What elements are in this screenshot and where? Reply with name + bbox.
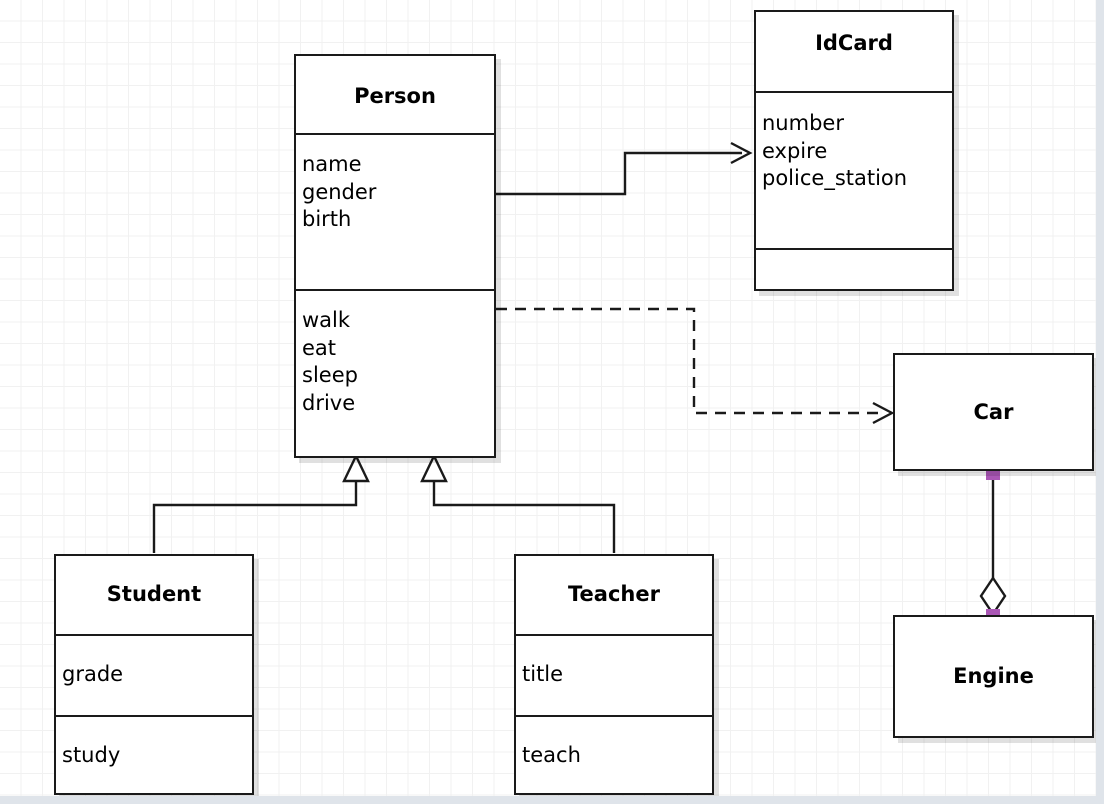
- attribute-row: grade: [62, 662, 124, 686]
- attributes-compartment-person: name gender birth: [296, 133, 494, 289]
- uml-class-idcard[interactable]: IdCard number expire police_station: [754, 10, 954, 291]
- attribute-row: gender: [302, 179, 377, 204]
- uml-class-person[interactable]: Person name gender birth walk eat sleep …: [294, 54, 496, 458]
- class-name-student: Student: [106, 582, 202, 606]
- connector-car-engine[interactable]: [979, 466, 1007, 623]
- operation-row: drive: [302, 391, 356, 416]
- attribute-row: police_station: [762, 166, 908, 191]
- uml-class-teacher[interactable]: Teacher title teach: [514, 554, 714, 795]
- attributes-compartment-idcard: number expire police_station: [756, 91, 952, 248]
- operation-row: study: [62, 743, 121, 767]
- operations-compartment-idcard: [756, 248, 952, 291]
- connector-person-idcard[interactable]: [496, 141, 753, 196]
- attribute-row: expire: [762, 138, 828, 163]
- uml-class-car[interactable]: Car: [893, 353, 1094, 471]
- operation-row: teach: [522, 743, 581, 767]
- attribute-row: name: [302, 152, 362, 176]
- operations-compartment-person: walk eat sleep drive: [296, 289, 494, 456]
- operation-row: walk: [302, 308, 351, 332]
- horizontal-scrollbar-gutter[interactable]: [0, 796, 1104, 804]
- vertical-scrollbar-gutter[interactable]: [1096, 0, 1104, 804]
- class-name-teacher: Teacher: [568, 582, 660, 606]
- operations-compartment-teacher: teach: [516, 715, 712, 796]
- uml-class-engine[interactable]: Engine: [893, 615, 1094, 738]
- connector-person-car[interactable]: [496, 307, 895, 425]
- class-name-car: Car: [973, 400, 1014, 424]
- attributes-compartment-teacher: title: [516, 634, 712, 715]
- attribute-row: number: [762, 111, 844, 135]
- class-name-engine: Engine: [953, 664, 1034, 688]
- operation-row: sleep: [302, 363, 358, 388]
- connector-teacher-person[interactable]: [420, 453, 616, 553]
- attribute-row: title: [522, 662, 564, 686]
- class-name-idcard: IdCard: [815, 31, 893, 55]
- operation-row: eat: [302, 335, 337, 360]
- operations-compartment-student: study: [56, 715, 252, 796]
- uml-class-student[interactable]: Student grade study: [54, 554, 254, 795]
- attributes-compartment-student: grade: [56, 634, 252, 715]
- class-name-person: Person: [354, 84, 436, 108]
- attribute-row: birth: [302, 207, 352, 232]
- connector-student-person[interactable]: [152, 453, 370, 553]
